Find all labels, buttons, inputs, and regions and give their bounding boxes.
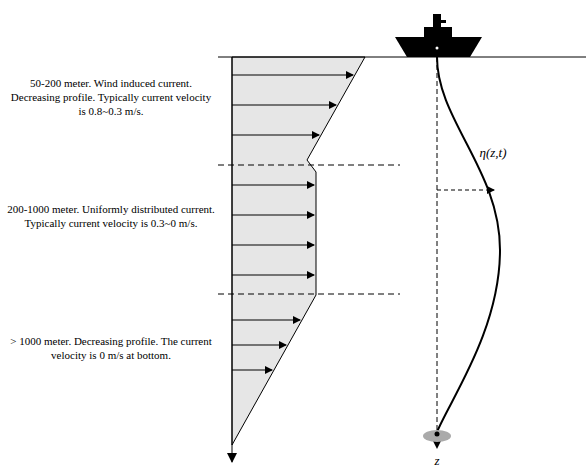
layer-boundary (218, 294, 400, 295)
sea-surface (218, 57, 586, 58)
riser-top (436, 47, 439, 50)
riser-curve (437, 57, 500, 432)
current-profile (232, 57, 365, 445)
current-arrows (232, 75, 353, 370)
displacement-label: η(z,t) (463, 146, 523, 160)
layer-description: 50-200 meter. Wind induced current. Decr… (6, 76, 216, 118)
depth-axis (232, 57, 233, 462)
riser-end (435, 432, 440, 437)
layer-boundary (218, 165, 400, 166)
ship-symbol (395, 14, 482, 57)
displacement-arrow (437, 190, 494, 191)
seabed-anchor (423, 430, 451, 442)
z-axis (437, 57, 438, 448)
layer-description: > 1000 meter. Decreasing profile. The cu… (6, 334, 216, 362)
axis-label: z (427, 454, 447, 468)
layer-description: 200-1000 meter. Uniformly distributed cu… (6, 202, 216, 230)
